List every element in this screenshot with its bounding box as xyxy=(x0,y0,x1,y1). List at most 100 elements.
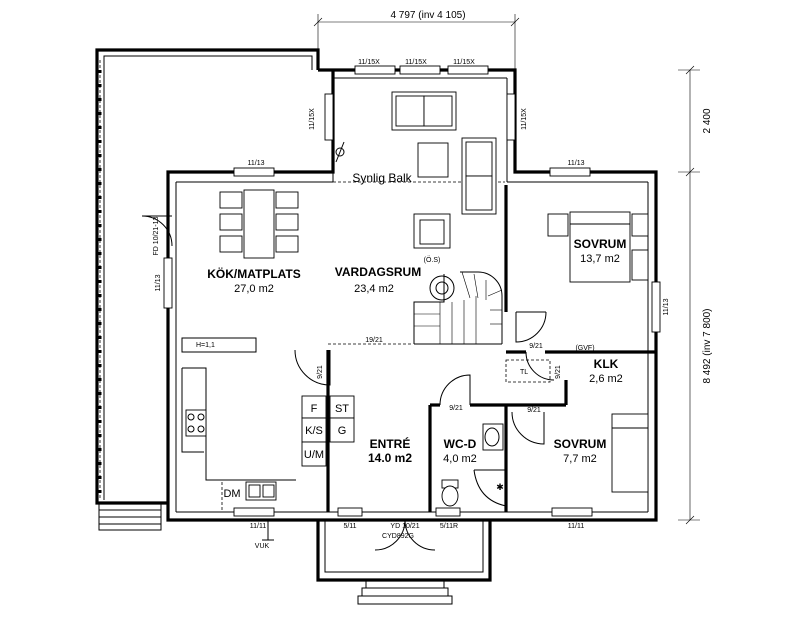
klk-storage: TL (GVF) xyxy=(505,345,595,383)
room-name-sovrum-2: SOVRUM xyxy=(554,437,607,451)
pergola-post xyxy=(98,168,102,171)
pergola-post xyxy=(98,280,102,283)
chair xyxy=(219,213,243,231)
cabinet-st: ST xyxy=(335,403,349,415)
pergola-post xyxy=(98,126,102,129)
stove xyxy=(185,409,207,437)
room-area-wcd: 4,0 m2 xyxy=(443,453,477,465)
sovrum2-door-swing xyxy=(511,411,545,445)
door-label: 9/21 xyxy=(527,407,541,414)
sovrum-door-swing xyxy=(515,311,547,343)
pergola-post xyxy=(98,98,102,101)
pergola-post xyxy=(98,70,102,73)
pergola-post xyxy=(98,336,102,339)
pergola-post xyxy=(98,112,102,115)
pergola-post xyxy=(98,154,102,157)
fd-door-label: FD 10/21-13 xyxy=(153,216,160,255)
room-labels: KÖK/MATPLATS 27,0 m2 VARDAGSRUM 23,4 m2 … xyxy=(207,237,626,465)
window-label: 11/15X xyxy=(405,59,427,66)
room-name-kok: KÖK/MATPLATS xyxy=(207,266,301,281)
pergola-post xyxy=(98,392,102,395)
dining-table xyxy=(243,189,275,259)
window-label: 5/11 xyxy=(343,523,356,530)
dimension-lines: 4 797 (inv 4 105) 2 400 8 492 (inv 7 800… xyxy=(313,10,713,525)
room-area-klk: 2,6 m2 xyxy=(589,373,623,385)
window-label: 11/11 xyxy=(568,523,585,530)
window-label: 11/13 xyxy=(568,160,585,167)
pergola-post xyxy=(98,322,102,325)
pergola-post xyxy=(98,210,102,213)
pergola-terrace xyxy=(95,48,320,531)
chair xyxy=(219,191,243,209)
fireplace xyxy=(335,147,345,157)
room-area-entre: 14.0 m2 xyxy=(368,451,412,465)
room-area-kok: 27,0 m2 xyxy=(234,283,274,295)
room-name-sovrum-1: SOVRUM xyxy=(574,237,627,251)
bed-sovrum-2 xyxy=(611,413,649,493)
single-bed xyxy=(611,413,649,493)
pergola-post xyxy=(98,238,102,241)
window-label: 11/13 xyxy=(663,298,670,315)
h11-label: H=1,1 xyxy=(196,342,215,349)
cabinet-ks: K/S xyxy=(305,425,323,437)
pergola-post xyxy=(98,462,102,465)
shower-icon: ✱ xyxy=(496,482,504,492)
window-label: 11/15X xyxy=(309,108,316,130)
window-label: 11/11 xyxy=(250,523,267,530)
entrance-porch: YD 10/21 CYD892G VUK xyxy=(255,519,492,605)
front-door-swing xyxy=(374,519,406,551)
pergola-post xyxy=(98,140,102,143)
right-upper-dimension: 2 400 xyxy=(702,108,713,133)
pergola-post xyxy=(98,266,102,269)
door-label: 9/21 xyxy=(449,405,463,412)
top-dimension: 4 797 (inv 4 105) xyxy=(390,10,465,21)
door-label: 9/21 xyxy=(317,365,324,379)
os-label: (Ö.S) xyxy=(424,256,441,264)
synlig-balk-label: Synlig Balk xyxy=(352,171,412,185)
gvf-label: (GVF) xyxy=(575,345,594,352)
pergola-post xyxy=(98,434,102,437)
living-room-furniture: Synlig Balk xyxy=(335,91,497,249)
dm-label: DM xyxy=(223,488,240,500)
pergola-post xyxy=(98,406,102,409)
window-label: 11/15X xyxy=(358,59,380,66)
entry-door-swing xyxy=(294,349,331,386)
spiral-core xyxy=(429,275,455,301)
pergola-post xyxy=(98,448,102,451)
wc-door-swing xyxy=(439,374,471,406)
staircase: (Ö.S) xyxy=(413,256,503,345)
front-door-type: CYD892G xyxy=(382,533,414,540)
pergola-post xyxy=(98,182,102,185)
window-label: 11/15X xyxy=(521,108,528,130)
pergola-post xyxy=(98,378,102,381)
klk-door-swing xyxy=(525,351,555,381)
pergola-post xyxy=(98,252,102,255)
cabinet-g: G xyxy=(338,425,347,437)
pergola-post xyxy=(98,196,102,199)
bed-sovrum-1 xyxy=(547,211,649,283)
chair xyxy=(275,213,299,231)
dining-furniture xyxy=(219,189,299,259)
pergola-post xyxy=(98,476,102,479)
room-name-wcd: WC-D xyxy=(444,437,477,451)
door-label: 19/21 xyxy=(365,337,383,344)
chair xyxy=(275,191,299,209)
window-label: 11/15X xyxy=(453,59,475,66)
pergola-post xyxy=(98,308,102,311)
room-name-vardagsrum: VARDAGSRUM xyxy=(335,265,421,279)
right-main-dimension: 8 492 (inv 7 800) xyxy=(702,308,713,383)
pergola-post xyxy=(98,364,102,367)
room-name-klk: KLK xyxy=(594,357,619,371)
room-area-sovrum-2: 7,7 m2 xyxy=(563,453,597,465)
window-label: 11/13 xyxy=(248,160,265,167)
cabinet-f: F xyxy=(311,403,318,415)
door-label: 9/21 xyxy=(529,343,543,350)
windows: 11/15X 11/15X 11/15X 11/13 11/13 11/15X … xyxy=(155,59,670,530)
tl-label: TL xyxy=(520,369,528,376)
pergola-post xyxy=(98,490,102,493)
door-label: 9/21 xyxy=(555,365,562,379)
pergola-post xyxy=(98,224,102,227)
window-label: 11/13 xyxy=(155,274,162,291)
doors: FD 10/21-13 9/21 19/21 9/21 9/21 9/21 9/… xyxy=(141,215,562,445)
